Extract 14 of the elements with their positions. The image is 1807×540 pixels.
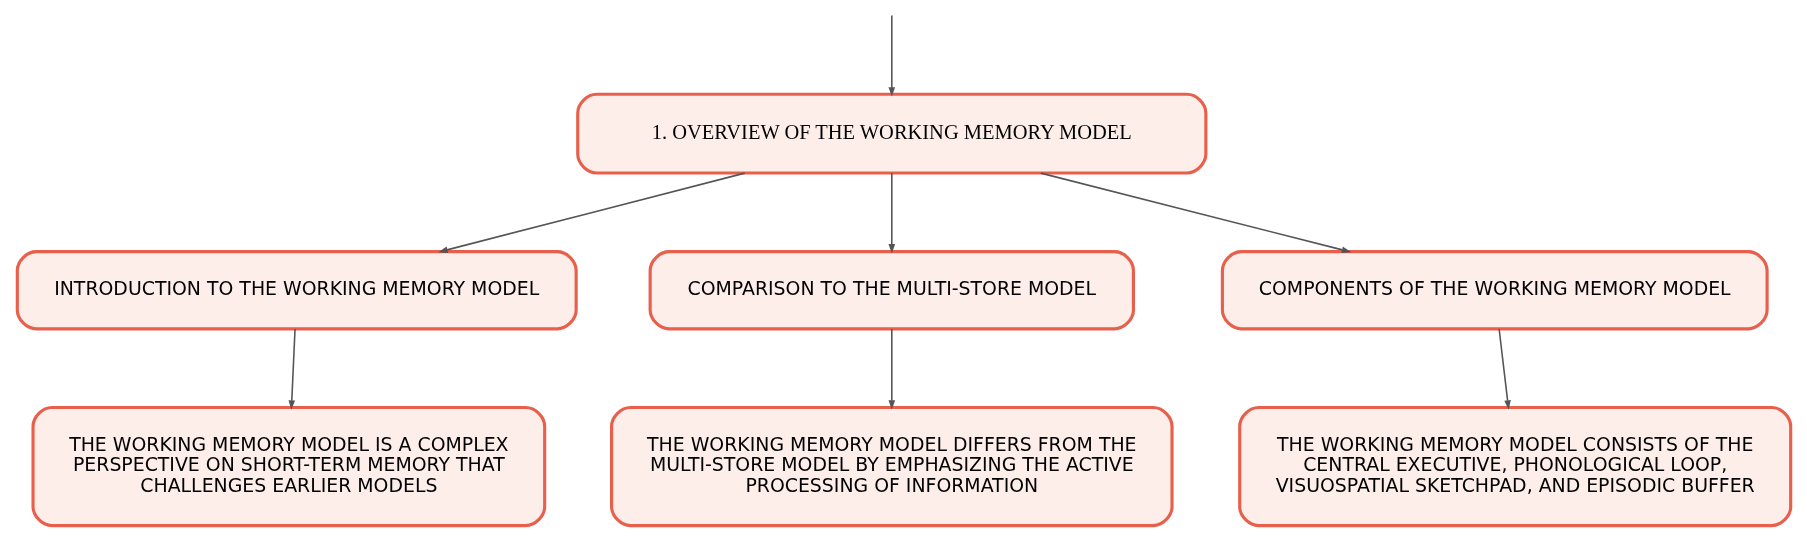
node-box: THE WORKING MEMORY MODEL IS A COMPLEX PERSPECTIVE ON SHORT-TERM MEMORY THAT CHALLENGES EARLIER MODELS	[30, 405, 546, 528]
node-box: COMPONENTS OF THE WORKING MEMORY MODEL	[1220, 250, 1769, 331]
arrow	[1039, 172, 1351, 254]
node-box: 1. OVERVIEW OF THE WORKING MEMORY MODEL	[575, 92, 1207, 175]
arrow	[287, 328, 296, 410]
arrow	[888, 172, 895, 254]
arrow	[888, 14, 895, 97]
arrow	[888, 328, 895, 410]
node-box: COMPARISON TO THE MULTI-STORE MODEL	[648, 250, 1135, 331]
node-box: THE WORKING MEMORY MODEL DIFFERS FROM THE MULTI-STORE MODEL BY EMPHASIZING THE ACTIVE PROCESSING OF INFORMATION	[609, 405, 1174, 528]
node-box: INTRODUCTION TO THE WORKING MEMORY MODEL	[15, 250, 578, 331]
arrow	[1497, 328, 1511, 410]
arrow	[437, 172, 745, 253]
node-box: THE WORKING MEMORY MODEL CONSISTS OF THE CENTRAL EXECUTIVE, PHONOLOGICAL LOOP, VISUOSPATIAL SKETCHPAD, AND EPISODIC BUFFER	[1237, 405, 1792, 528]
